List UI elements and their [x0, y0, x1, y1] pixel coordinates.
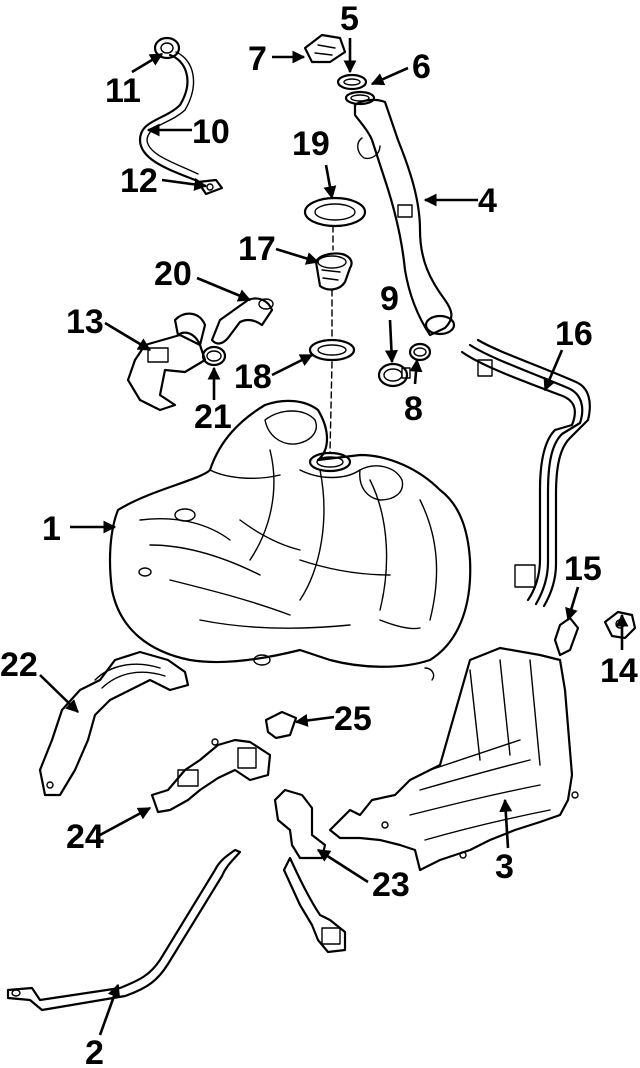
- callout-21: 21: [194, 398, 232, 436]
- callout-16: 16: [555, 315, 593, 353]
- part-harness-clip: [264, 710, 298, 740]
- part-vent-hose: [138, 51, 199, 182]
- callout-6: 6: [412, 48, 431, 86]
- callout-3: 3: [495, 848, 514, 886]
- callout-25: 25: [334, 700, 372, 738]
- part-filler-hose-bracket: [126, 312, 207, 412]
- part-fuel-lines: [460, 338, 591, 608]
- callout-8: 8: [404, 390, 423, 428]
- callout-12: 12: [120, 162, 158, 200]
- leader-lines: [39, 38, 629, 1036]
- callout-19: 19: [292, 125, 330, 163]
- callout-2: 2: [85, 1034, 104, 1068]
- part-pump-gasket: [308, 338, 356, 362]
- part-vent-cap: [153, 36, 181, 60]
- part-harness-bracket: [38, 650, 190, 797]
- part-tank-strap: [6, 848, 242, 1012]
- callout-5: 5: [340, 0, 359, 38]
- callout-22: 22: [0, 646, 38, 684]
- part-fuel-tank: [108, 399, 472, 668]
- callout-11: 11: [105, 72, 141, 110]
- callout-10: 10: [192, 113, 230, 151]
- callout-13: 13: [66, 303, 104, 341]
- part-clamp-small: [408, 342, 432, 362]
- callout-23: 23: [372, 866, 410, 904]
- part-sending-unit: [273, 788, 347, 954]
- callout-20: 20: [154, 255, 192, 293]
- part-fuel-pump: [314, 252, 353, 291]
- part-heat-shield: [328, 646, 579, 872]
- callout-9: 9: [380, 280, 399, 318]
- part-gasket: [336, 73, 368, 91]
- part-clamp-large: [377, 362, 411, 388]
- part-hose-clamp: [201, 345, 227, 367]
- part-wiring-harness: [150, 738, 272, 814]
- part-hose-clip: [196, 178, 224, 196]
- part-filler-neck: [353, 98, 456, 337]
- part-connector: [603, 610, 637, 640]
- part-line-clip: [553, 616, 580, 657]
- callout-24: 24: [66, 818, 104, 856]
- part-filler-door-housing: [303, 33, 347, 64]
- part-connecting-hose: [210, 297, 274, 345]
- alignment-lines: [329, 225, 334, 453]
- part-lock-ring: [303, 196, 367, 228]
- callout-1: 1: [42, 510, 61, 548]
- callout-15: 15: [564, 550, 602, 588]
- callout-17: 17: [238, 230, 276, 268]
- callout-4: 4: [478, 182, 497, 220]
- callout-14: 14: [600, 652, 638, 690]
- callout-7: 7: [248, 40, 267, 78]
- callout-18: 18: [234, 358, 272, 396]
- part-seal-ring: [344, 90, 376, 106]
